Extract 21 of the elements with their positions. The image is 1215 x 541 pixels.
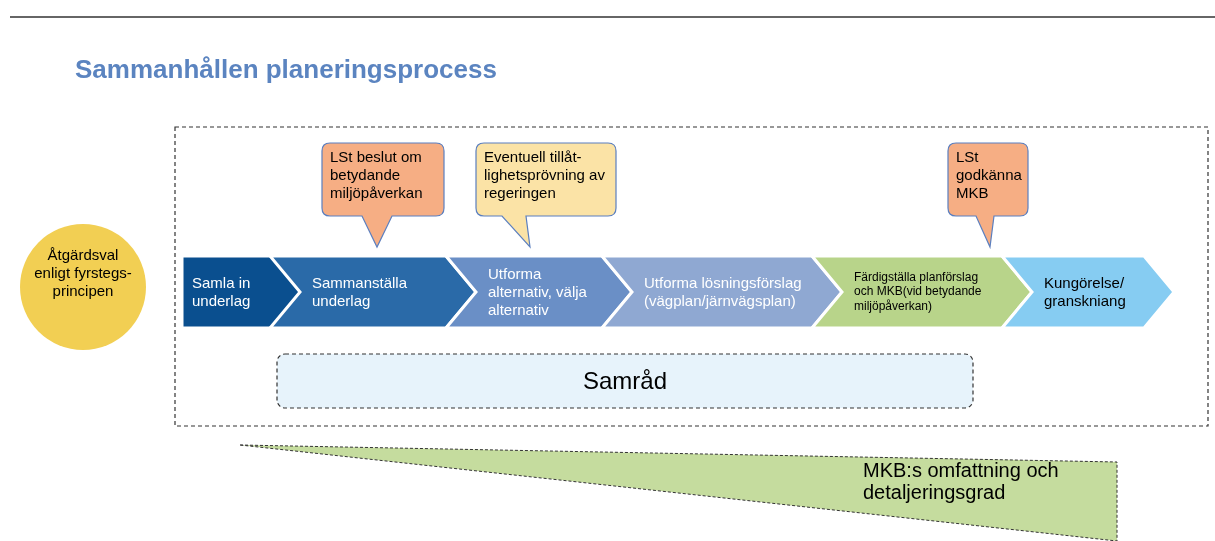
callout-bubble [948, 143, 1028, 247]
step-label: MKB:s omfattning och detaljeringsgrad [863, 459, 1060, 503]
dashed-frame [175, 127, 1208, 426]
wedge-shape [240, 445, 1117, 541]
callout-text: Eventuell tillåt-lighetsprövning av regeringen [484, 148, 606, 202]
callout-text: LSt beslut om betydande miljöpåverkan [330, 148, 424, 202]
callout-bubble [322, 143, 444, 247]
step-label: Utforma alternativ, välja alternativ [488, 265, 588, 319]
callout-text: LSt godkänna MKB [956, 148, 1022, 202]
step-label: Utforma lösningsförslag (vägplan/järnvägsplan) [644, 274, 803, 310]
step-label: Färdigställa planförslag och MKB(vid betydande miljöpåverkan) [854, 270, 983, 314]
start-circle [20, 224, 146, 350]
step-label: Kungörelse/ granskniang [1044, 274, 1127, 310]
diagram-title: Sammanhållen planeringsprocess [75, 54, 497, 85]
step-label: Samråd [581, 366, 668, 396]
consultation-band [277, 354, 973, 408]
callout-bubble [476, 143, 616, 247]
step-label: Sammanställa underlag [312, 274, 409, 310]
step-label: Samla in underlag [192, 274, 252, 310]
process-step [1002, 256, 1174, 328]
step-label: Åtgärdsval enligt fyrstegs-principen [33, 246, 133, 300]
